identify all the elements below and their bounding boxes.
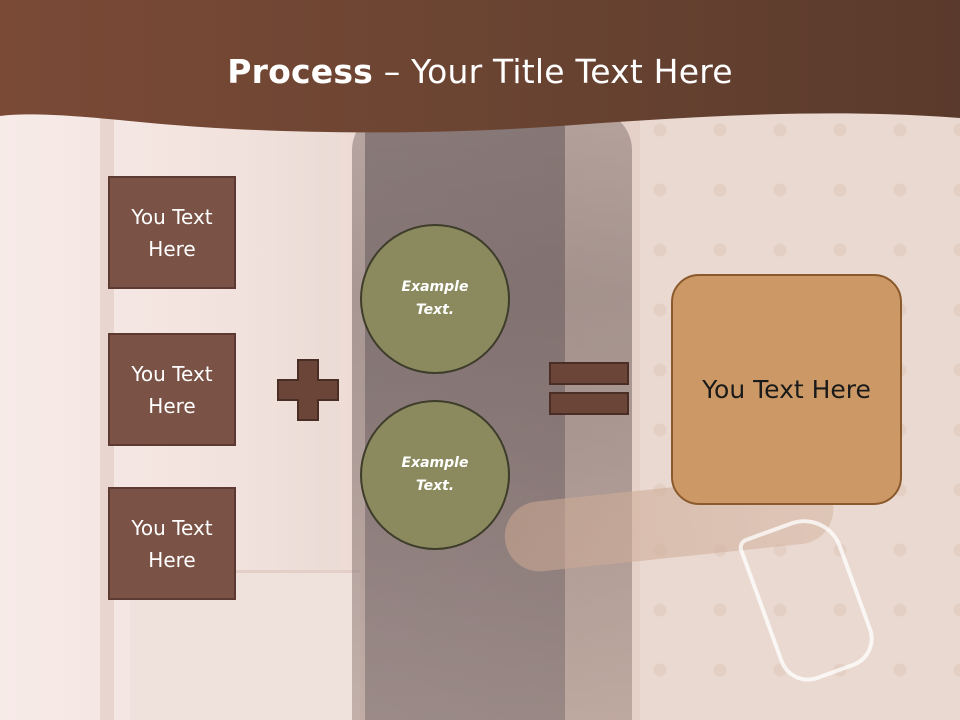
- plus-icon: [277, 359, 339, 421]
- page-title: Process – Your Title Text Here: [0, 52, 960, 91]
- example-circle-2[interactable]: Example Text.: [360, 400, 510, 550]
- example-circle-1[interactable]: Example Text.: [360, 224, 510, 374]
- background-cabinet: [130, 570, 360, 720]
- input-box-1[interactable]: You Text Here: [108, 176, 236, 289]
- header-wave: [0, 0, 960, 133]
- header-band: Process – Your Title Text Here: [0, 0, 960, 150]
- title-rest: – Your Title Text Here: [373, 52, 733, 91]
- input-box-2[interactable]: You Text Here: [108, 333, 236, 446]
- equals-icon: [549, 362, 629, 415]
- input-box-3[interactable]: You Text Here: [108, 487, 236, 600]
- title-bold: Process: [227, 52, 374, 91]
- result-box[interactable]: You Text Here: [671, 274, 902, 505]
